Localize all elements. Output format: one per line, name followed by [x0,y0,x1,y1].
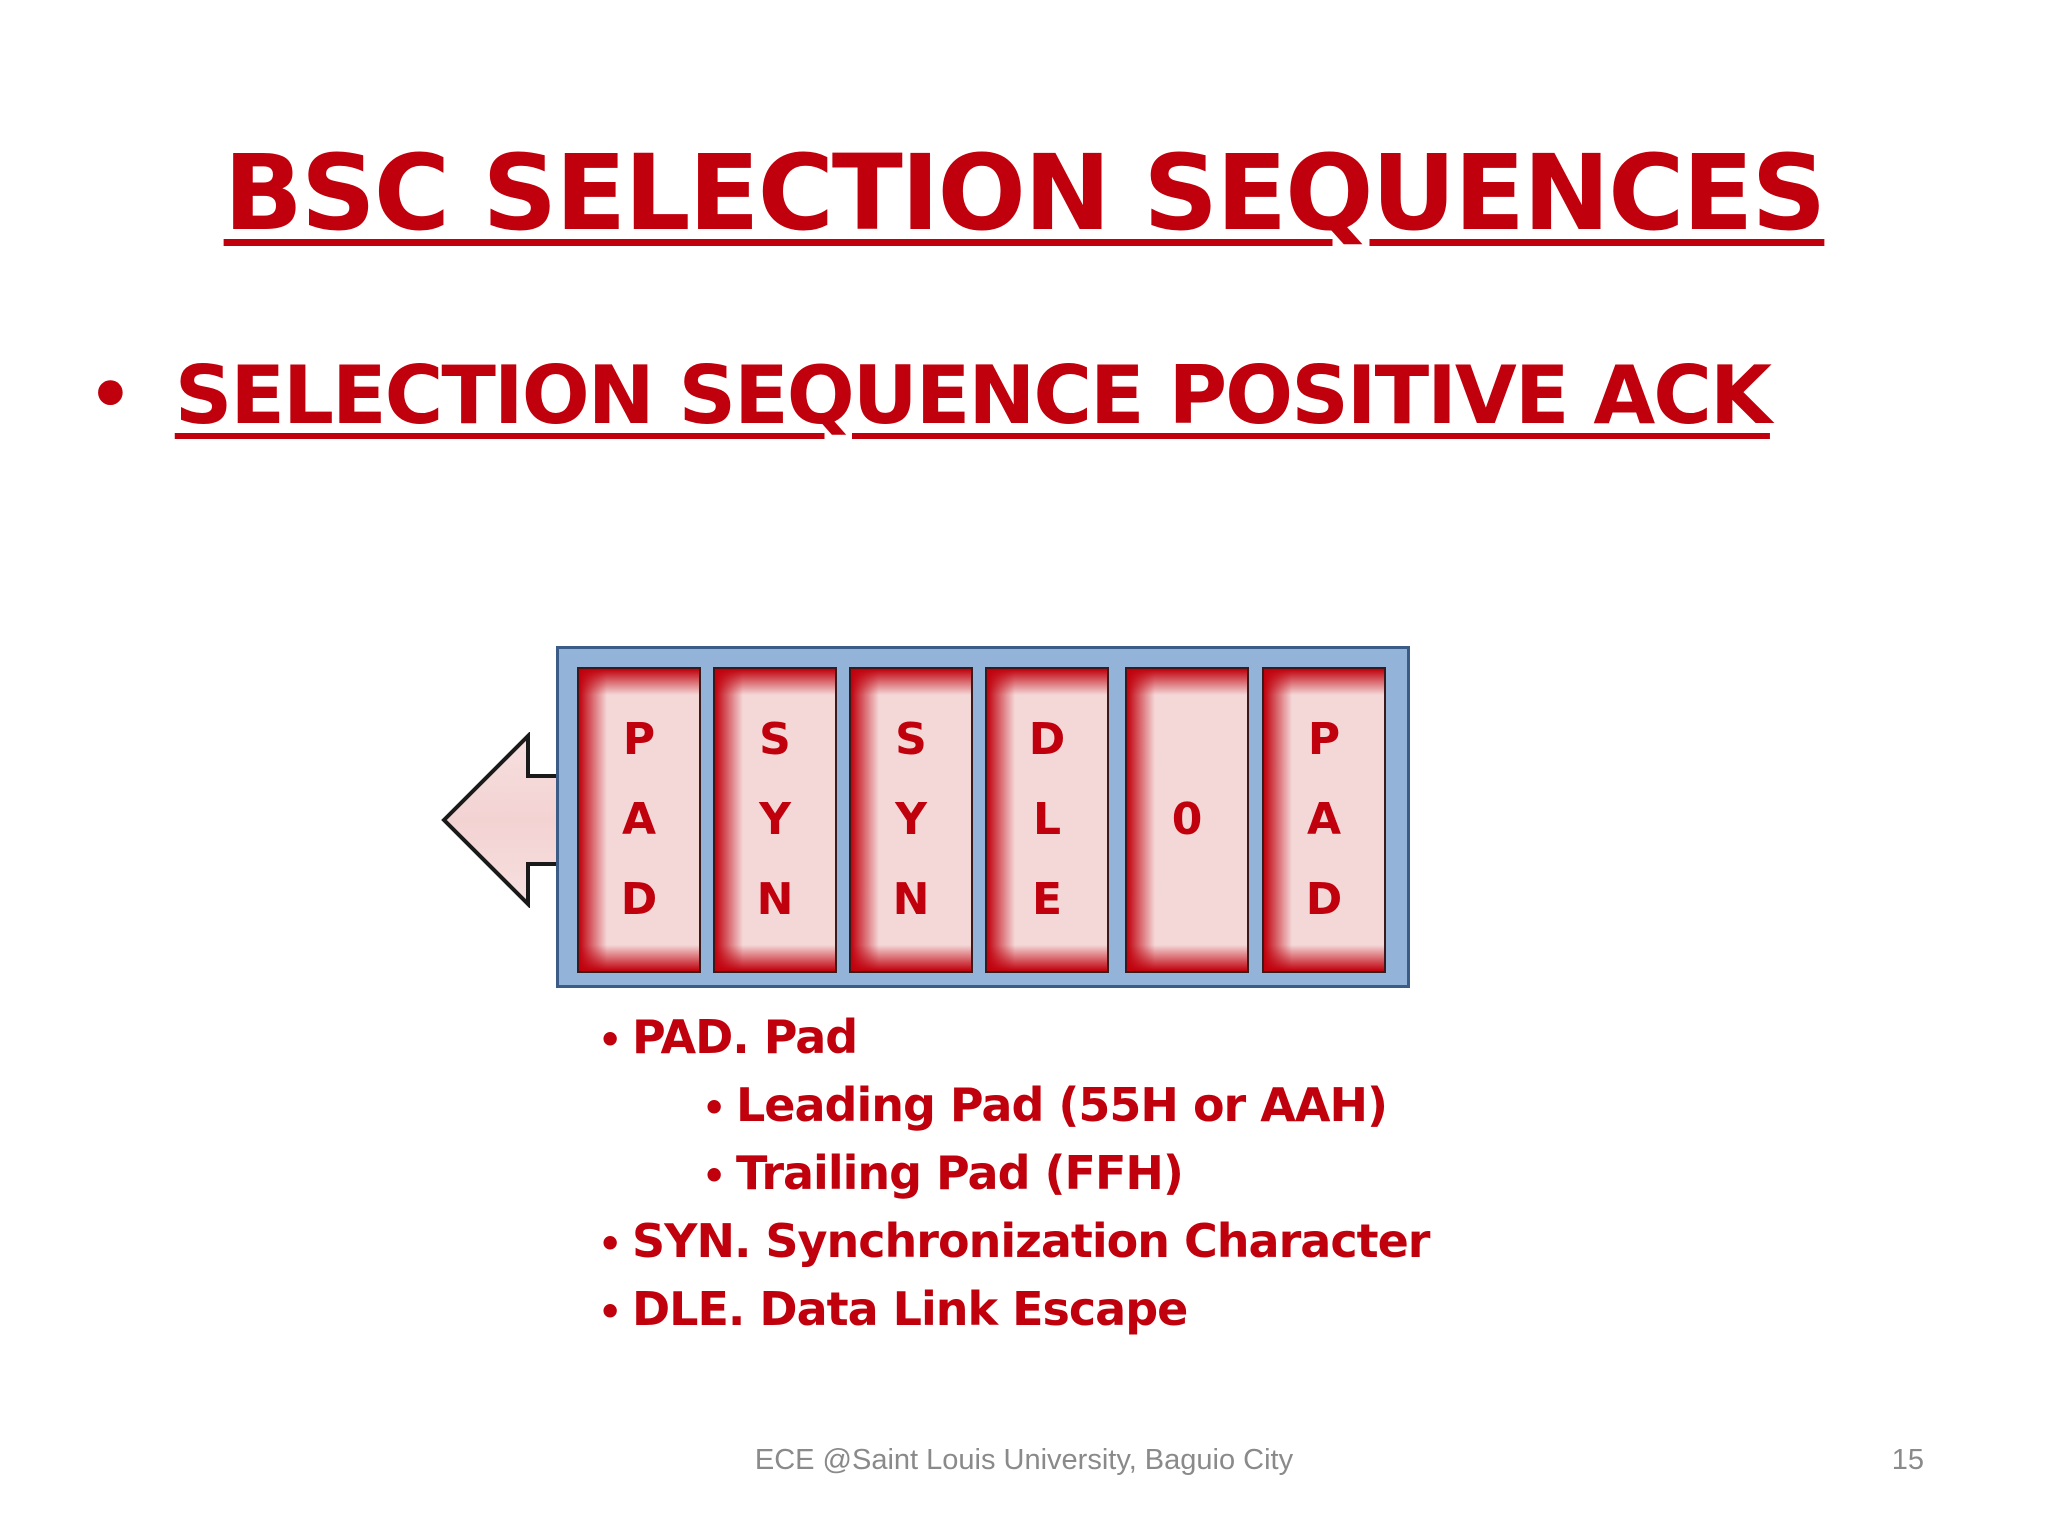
slide-title: BSC SELECTION SEQUENCES [0,128,2048,258]
frame-cell-char: S [895,714,927,765]
legend-text: SYN. Synchronization Character [632,1214,1430,1268]
frame-cell-char: P [622,714,656,765]
frame-cell-char: P [1307,714,1341,765]
frame-cell-char: N [756,874,794,925]
bullet-dot-icon: • [598,1222,622,1266]
frame-cell-char: L [1032,794,1062,845]
legend-text: PAD. Pad [632,1010,858,1064]
frame-cell-char: D [1305,874,1343,925]
legend-text: DLE. Data Link Escape [632,1282,1188,1336]
legend-list: • PAD. Pad • Leading Pad (55H or AAH) • … [598,1010,1430,1350]
frame-cell: 0 [1125,667,1249,973]
bullet-dot-icon: • [598,1290,622,1334]
bullet-dot-icon: • [702,1154,726,1198]
frame-cell-char: Y [895,794,927,845]
legend-subitem: • Trailing Pad (FFH) [598,1146,1429,1214]
bullet-dot-icon: • [702,1086,726,1130]
frame-cell-char: E [1031,874,1063,925]
frame-cell-char: D [620,874,658,925]
frame-cell-char: S [759,714,791,765]
legend-item: • SYN. Synchronization Character [598,1214,1430,1282]
legend-item: • PAD. Pad [598,1010,1429,1078]
legend-subitem: • Leading Pad (55H or AAH) [598,1078,1429,1146]
frame-cell-char: A [1306,794,1342,845]
bullet-dot-icon: • [88,354,133,436]
page-number: 15 [1891,1444,1924,1476]
frame-cell-char: N [892,874,930,925]
main-bullet-text: SELECTION SEQUENCE POSITIVE ACK [174,348,1772,442]
bullet-dot-icon: • [598,1018,622,1062]
frame-cell-char: 0 [1171,794,1203,845]
frame-cell-char: D [1028,714,1066,765]
legend-text: Leading Pad (55H or AAH) [736,1078,1388,1132]
slide-footer: ECE @Saint Louis University, Baguio City [754,1444,1294,1476]
frame-cell-char: Y [759,794,791,845]
main-bullet: • SELECTION SEQUENCE POSITIVE ACK [88,340,1772,450]
frame-cell-char: A [621,794,657,845]
slide-title-text: BSC SELECTION SEQUENCES [223,132,1827,254]
legend-text: Trailing Pad (FFH) [736,1146,1184,1200]
legend-item: • DLE. Data Link Escape [598,1282,1429,1350]
